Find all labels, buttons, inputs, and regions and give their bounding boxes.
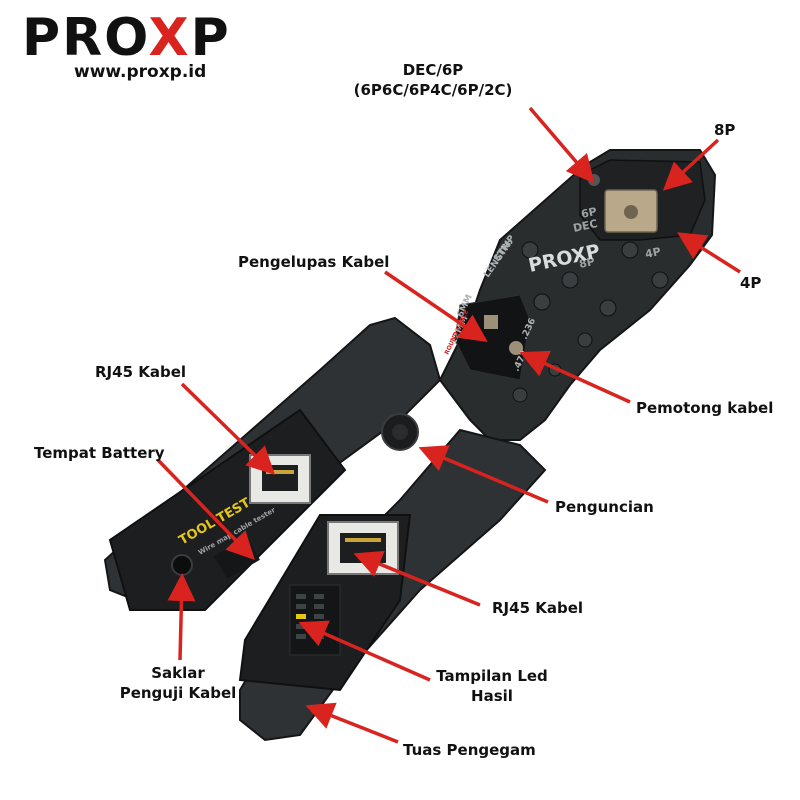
label-tempat-battery: Tempat Battery (34, 444, 165, 462)
tool-illustration: 6P DEC 8P 4P PROXP STRIP LENGTH: 6MM 12M… (103, 149, 717, 742)
die-screw (624, 205, 638, 219)
label-saklar: Saklar Penguji Kabel (116, 663, 240, 703)
brand-logo: PROXP (22, 8, 231, 68)
label-tampilan-led-line2: Hasil (471, 687, 513, 705)
label-penguncian: Penguncian (555, 498, 654, 516)
arrow-dec-6p (528, 106, 595, 184)
label-dec-6p: DEC/6P (6P6C/6P4C/6P/2C) (348, 60, 518, 100)
label-tampilan-led: Tampilan Led Hasil (432, 666, 552, 706)
arrow-penguncian (418, 445, 549, 504)
print-dec: DEC (572, 217, 599, 235)
strip-blade (484, 315, 498, 329)
label-8p: 8P (714, 121, 736, 139)
arrow-pemotong (519, 350, 631, 404)
label-tuas-pengegam: Tuas Pengegam (403, 741, 536, 759)
label-tampilan-led-line1: Tampilan Led (436, 667, 548, 685)
label-rj45-kabel-top: RJ45 Kabel (95, 363, 187, 381)
arrow-tampilan-led (298, 620, 431, 682)
arrow-rj45-bottom (353, 550, 481, 607)
arrow-saklar (167, 573, 196, 661)
callout-arrows (156, 106, 741, 744)
cutter-screw (509, 341, 523, 355)
print-6p: 6P (580, 205, 598, 221)
print-8p: 8P (578, 255, 596, 271)
brand-logo-text: PROXP (22, 8, 231, 68)
head-rivets (512, 241, 669, 403)
arrow-tuas (305, 702, 399, 744)
arrow-tempat-battery (156, 458, 255, 561)
label-rj45-kabel-bottom: RJ45 Kabel (492, 599, 584, 617)
label-saklar-line1: Saklar (151, 664, 205, 682)
arrow-pengelupas (384, 270, 488, 342)
brand-logo-x-mark: X (148, 8, 191, 68)
brand-url: www.proxp.id (74, 62, 207, 82)
label-dec-6p-line1: DEC/6P (402, 61, 464, 79)
label-dec-6p-line2: (6P6C/6P4C/6P/2C) (353, 81, 513, 99)
arrow-rj45-top (180, 382, 276, 475)
arrow-8p (662, 138, 720, 191)
label-saklar-line2: Penguji Kabel (119, 684, 237, 702)
print-4p: 4P (644, 245, 662, 261)
label-pemotong-kabel: Pemotong kabel (636, 399, 774, 417)
arrow-4p (677, 232, 741, 274)
label-pengelupas-kabel: Pengelupas Kabel (238, 253, 390, 271)
led-display (289, 584, 341, 656)
label-4p: 4P (740, 274, 762, 292)
tester-switch (171, 554, 193, 576)
